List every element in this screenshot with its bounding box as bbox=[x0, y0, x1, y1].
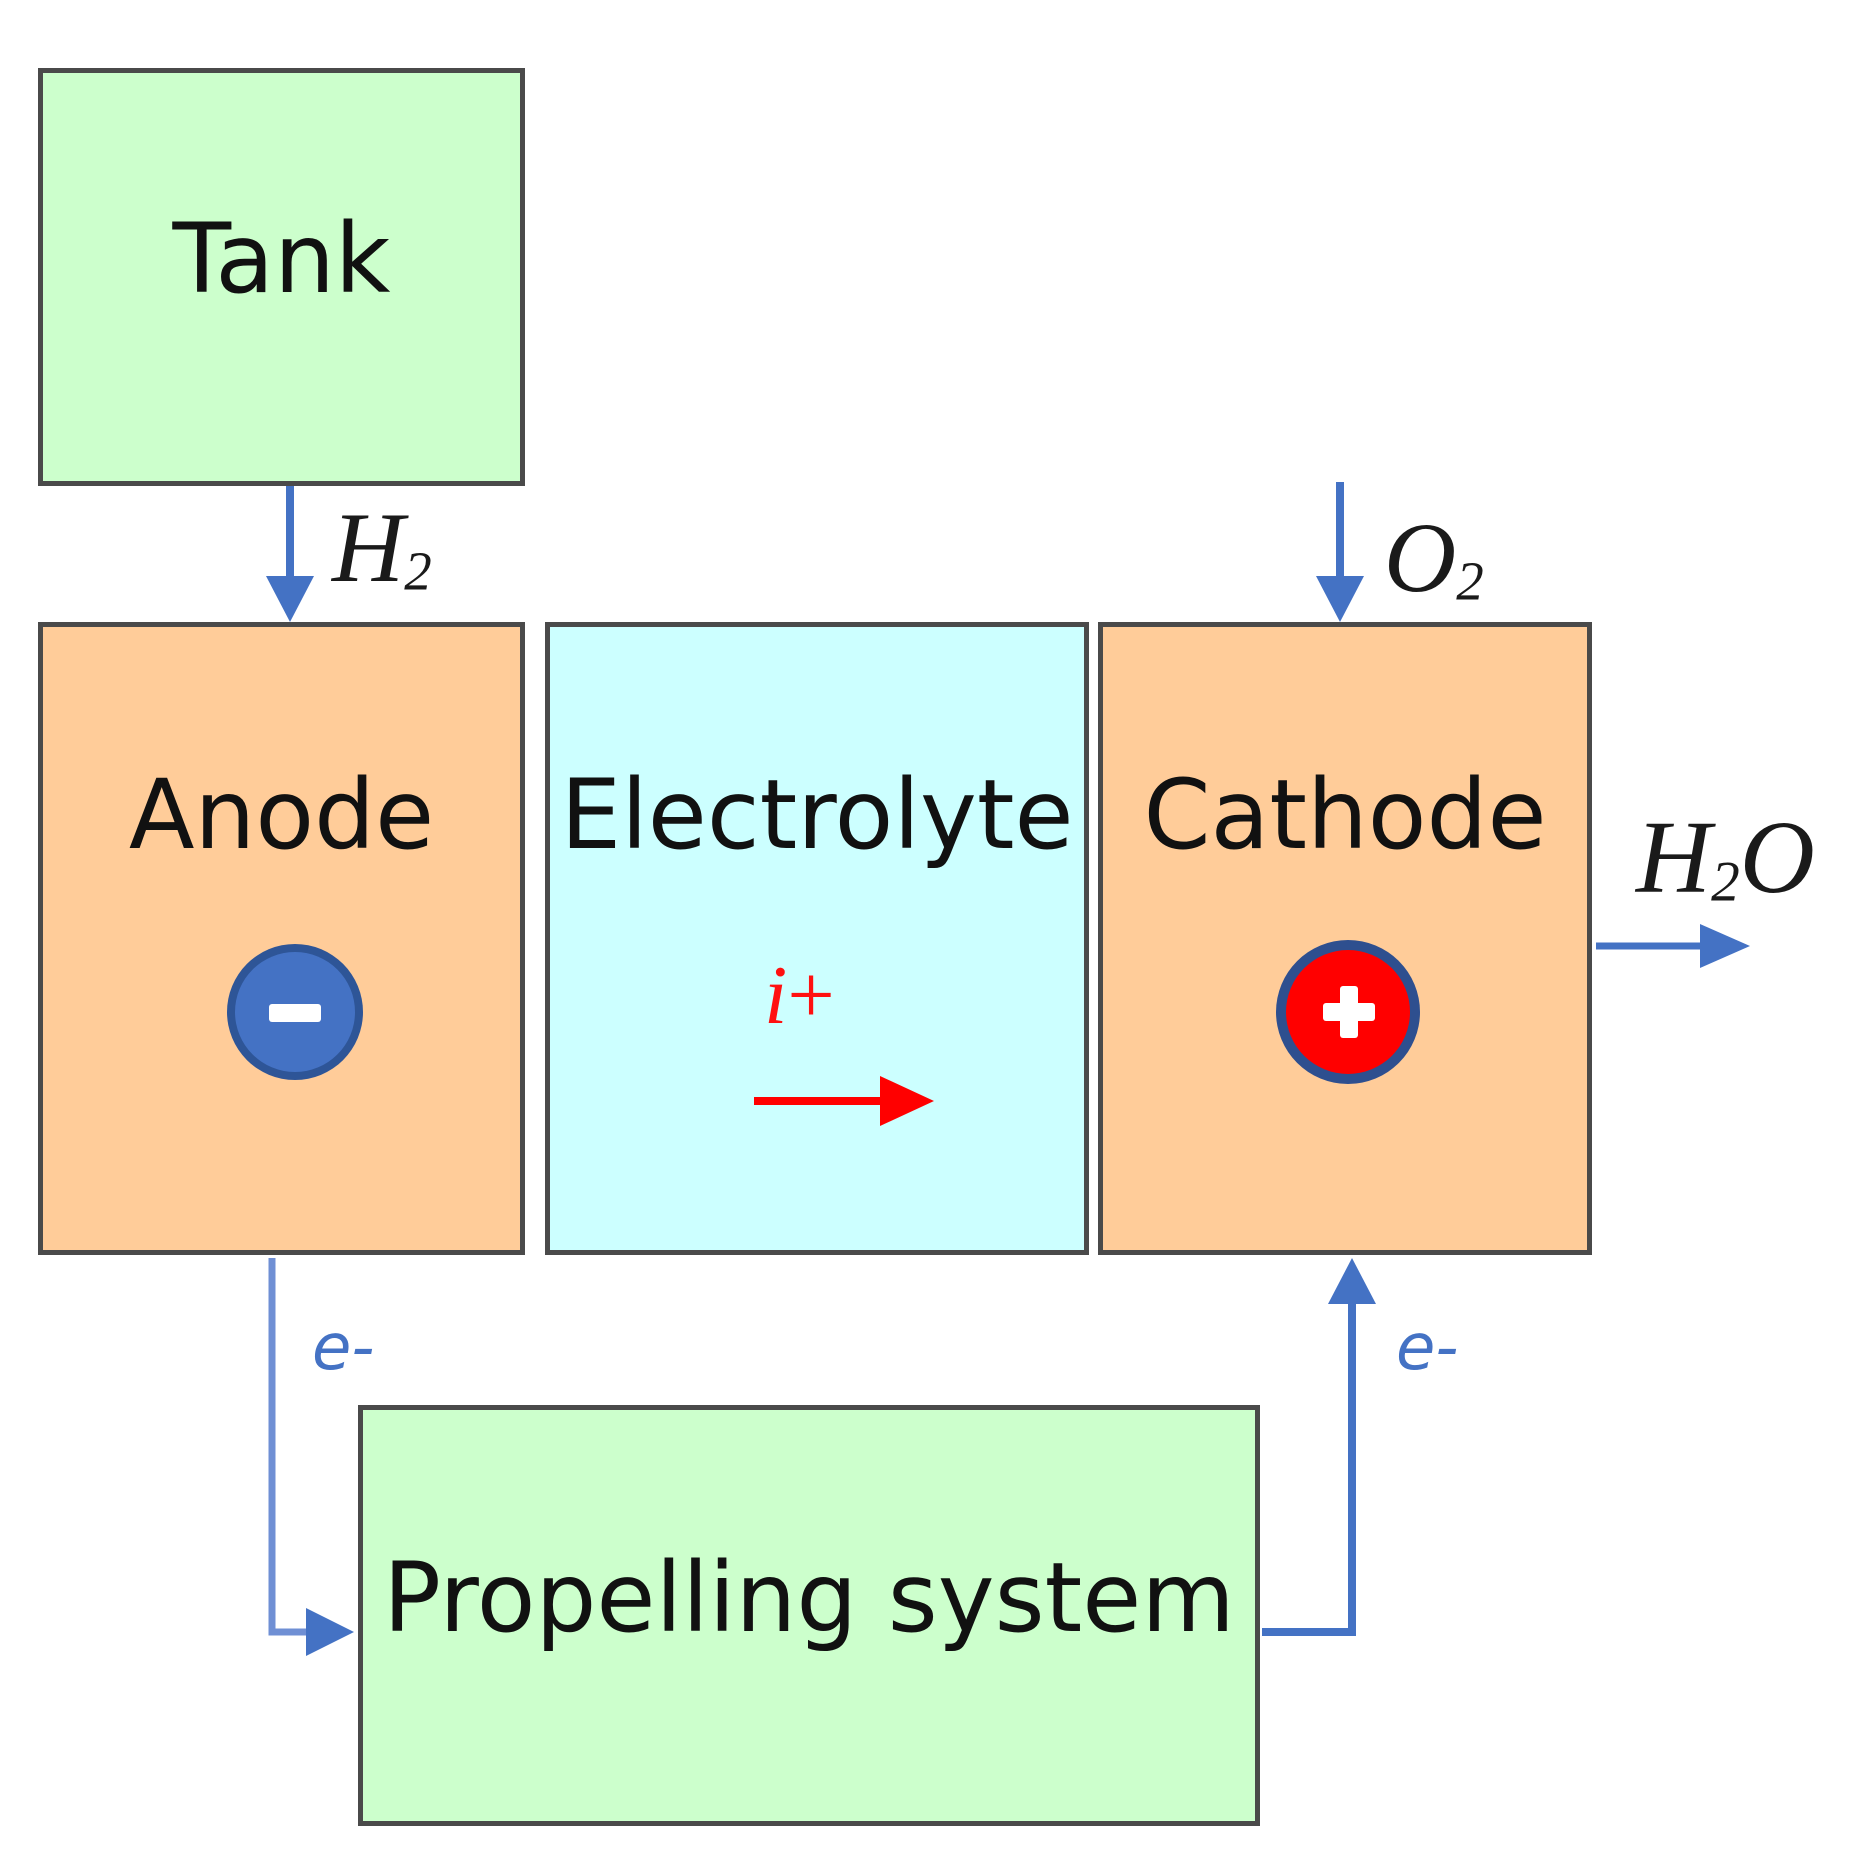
electron-label-right: e- bbox=[1396, 1311, 1459, 1385]
electron-path-load-to-cathode bbox=[1262, 1258, 1376, 1636]
tank-label: Tank bbox=[172, 203, 391, 315]
hydrogen-feed-arrow bbox=[266, 486, 314, 622]
cathode-label: Cathode bbox=[1143, 759, 1547, 871]
electron-label-left: e- bbox=[312, 1311, 375, 1385]
ion-label: i+ bbox=[764, 949, 835, 1042]
anode-box: Anode bbox=[38, 622, 525, 1255]
propelling-system-box: Propelling system bbox=[358, 1405, 1260, 1826]
hydrogen-label: H2 bbox=[332, 492, 432, 603]
electrolyte-box: Electrolyte bbox=[545, 622, 1089, 1255]
tank-box: Tank bbox=[38, 68, 525, 486]
cathode-box: Cathode bbox=[1098, 622, 1592, 1255]
oxygen-feed-arrow bbox=[1316, 482, 1364, 622]
electrolyte-label: Electrolyte bbox=[560, 759, 1074, 871]
minus-circle-icon bbox=[227, 944, 363, 1080]
water-label: H2O bbox=[1636, 800, 1815, 915]
electron-path-anode-to-load bbox=[268, 1258, 354, 1656]
ion-migration-arrow bbox=[754, 1076, 934, 1126]
oxygen-label: O2 bbox=[1384, 502, 1484, 613]
water-output-arrow bbox=[1596, 924, 1750, 968]
propelling-system-label: Propelling system bbox=[383, 1542, 1235, 1654]
plus-circle-icon bbox=[1276, 940, 1420, 1084]
anode-label: Anode bbox=[128, 759, 435, 871]
